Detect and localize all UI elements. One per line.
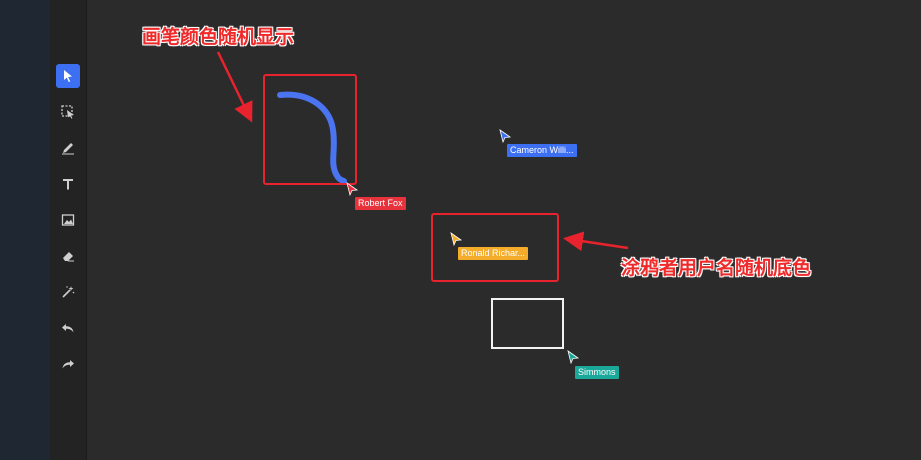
redo-icon [62,360,74,369]
pen-tool-button[interactable] [56,136,80,160]
select-tool-button[interactable] [56,64,80,88]
pen-color-annotation: 画笔颜色随机显示 [142,27,295,48]
magic-wand-icon [62,286,75,298]
drawn-rectangle[interactable] [491,298,564,349]
username-highlight-box [431,213,559,282]
eraser-tool-button[interactable] [56,244,80,268]
drawing-toolbar [50,0,87,460]
pen-icon [62,143,74,155]
pen-stroke-highlight-box [263,74,357,185]
undo-button[interactable] [56,316,80,340]
image-icon [61,214,75,226]
cursor-icon-robert-fox [346,182,359,196]
image-tool-button[interactable] [56,208,80,232]
user-color-annotation: 涂鸦者用户名随机底色 [621,258,812,279]
cursor-icon-ronald [450,232,463,246]
user-tag-cameron: Cameron Willi... [507,144,577,157]
laser-tool-button[interactable] [56,280,80,304]
cursor-arrow-icon [64,70,72,82]
text-icon [63,179,73,190]
redo-button[interactable] [56,352,80,376]
cursor-icon-cameron [499,129,512,143]
app-sidebar [0,0,50,460]
cursor-icon-simmons [567,350,580,364]
area-select-tool-button[interactable] [56,100,80,124]
undo-icon [62,324,74,333]
eraser-icon [63,252,74,262]
user-tag-ronald: Ronald Richar... [458,247,529,260]
user-tag-simmons: Simmons [575,366,619,379]
dashed-select-icon [61,105,74,119]
user-tag-robert-fox: Robert Fox [355,197,406,210]
text-tool-button[interactable] [56,172,80,196]
